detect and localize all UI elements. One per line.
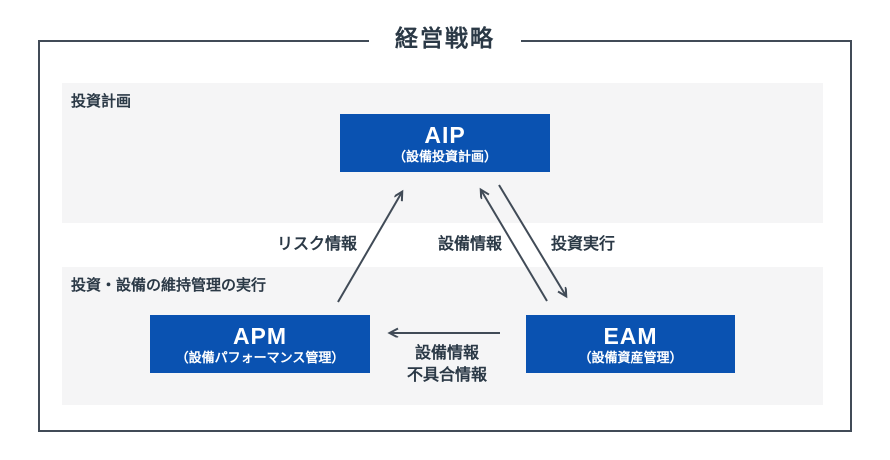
node-eam-subtitle: （設備資産管理） <box>578 349 683 365</box>
node-apm: APM （設備パフォーマンス管理） <box>150 315 370 373</box>
zone-maintenance-execution-label: 投資・設備の維持管理の実行 <box>71 277 267 294</box>
node-eam: EAM （設備資産管理） <box>526 315 735 373</box>
node-eam-acronym: EAM <box>603 322 658 349</box>
zone-investment-planning-label: 投資計画 <box>71 93 132 110</box>
diagram-title: 経営戦略 <box>369 24 521 52</box>
edge-label-eam-to-apm: 設備情報 不具合情報 <box>407 343 487 387</box>
arrow-eam-to-aip-icon <box>481 190 548 302</box>
node-aip: AIP （設備投資計画） <box>340 114 550 172</box>
node-aip-acronym: AIP <box>424 121 466 148</box>
edge-label-equipment-info-line: 設備情報 <box>414 345 480 362</box>
node-apm-subtitle: （設備パフォーマンス管理） <box>175 349 345 365</box>
arrow-aip-to-eam-icon <box>498 184 566 296</box>
edge-label-investment-execution: 投資実行 <box>550 236 616 253</box>
node-aip-subtitle: （設備投資計画） <box>392 148 497 164</box>
edge-label-defect-info-line: 不具合情報 <box>406 367 488 384</box>
node-apm-acronym: APM <box>232 322 288 349</box>
arrow-apm-to-aip-icon <box>337 192 402 303</box>
edge-label-equipment-info-up: 設備情報 <box>437 236 503 253</box>
edge-label-risk-info: リスク情報 <box>276 236 358 253</box>
